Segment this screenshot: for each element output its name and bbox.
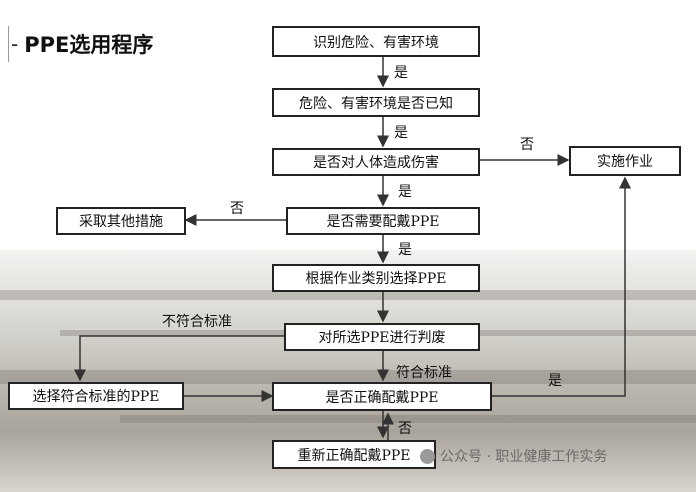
watermark: 公众号 · 职业健康工作实务 (420, 446, 607, 466)
node-select: 根据作业类别选择PPE (272, 264, 480, 292)
arrow-correct-implement (492, 176, 631, 397)
label-yes-1: 是 (394, 65, 408, 81)
label-yes-2: 是 (394, 125, 408, 141)
node-implement: 实施作业 (569, 146, 681, 176)
node-correct: 是否正确配戴PPE (272, 382, 492, 411)
label-no-correct: 否 (398, 421, 412, 437)
node-rewear: 重新正确配戴PPE (272, 440, 436, 469)
node-other: 采取其他措施 (56, 207, 186, 235)
label-no-need: 否 (230, 201, 244, 217)
node-judge: 对所选PPE进行判废 (284, 323, 480, 351)
label-no-harm: 否 (520, 137, 534, 153)
wechat-logo-icon (420, 448, 435, 464)
node-need: 是否需要配戴PPE (286, 207, 480, 235)
node-choose-standard: 选择符合标准的PPE (8, 382, 184, 410)
label-standard-ok: 符合标准 (396, 365, 452, 381)
page-title: PPE选用程序 (24, 33, 154, 57)
node-identify: 识别危险、有害环境 (272, 26, 480, 57)
label-not-standard: 不符合标准 (162, 314, 232, 330)
label-yes-3: 是 (398, 184, 412, 200)
watermark-text: 公众号 · 职业健康工作实务 (440, 449, 608, 465)
label-yes-4: 是 (398, 242, 412, 258)
title-box: - PPE选用程序 (8, 26, 191, 62)
label-yes-correct: 是 (548, 373, 562, 389)
title-mark: - (11, 32, 19, 56)
node-known: 危险、有害环境是否已知 (272, 88, 480, 117)
node-harm: 是否对人体造成伤害 (272, 148, 480, 176)
arrow-judge-choose (74, 335, 284, 382)
